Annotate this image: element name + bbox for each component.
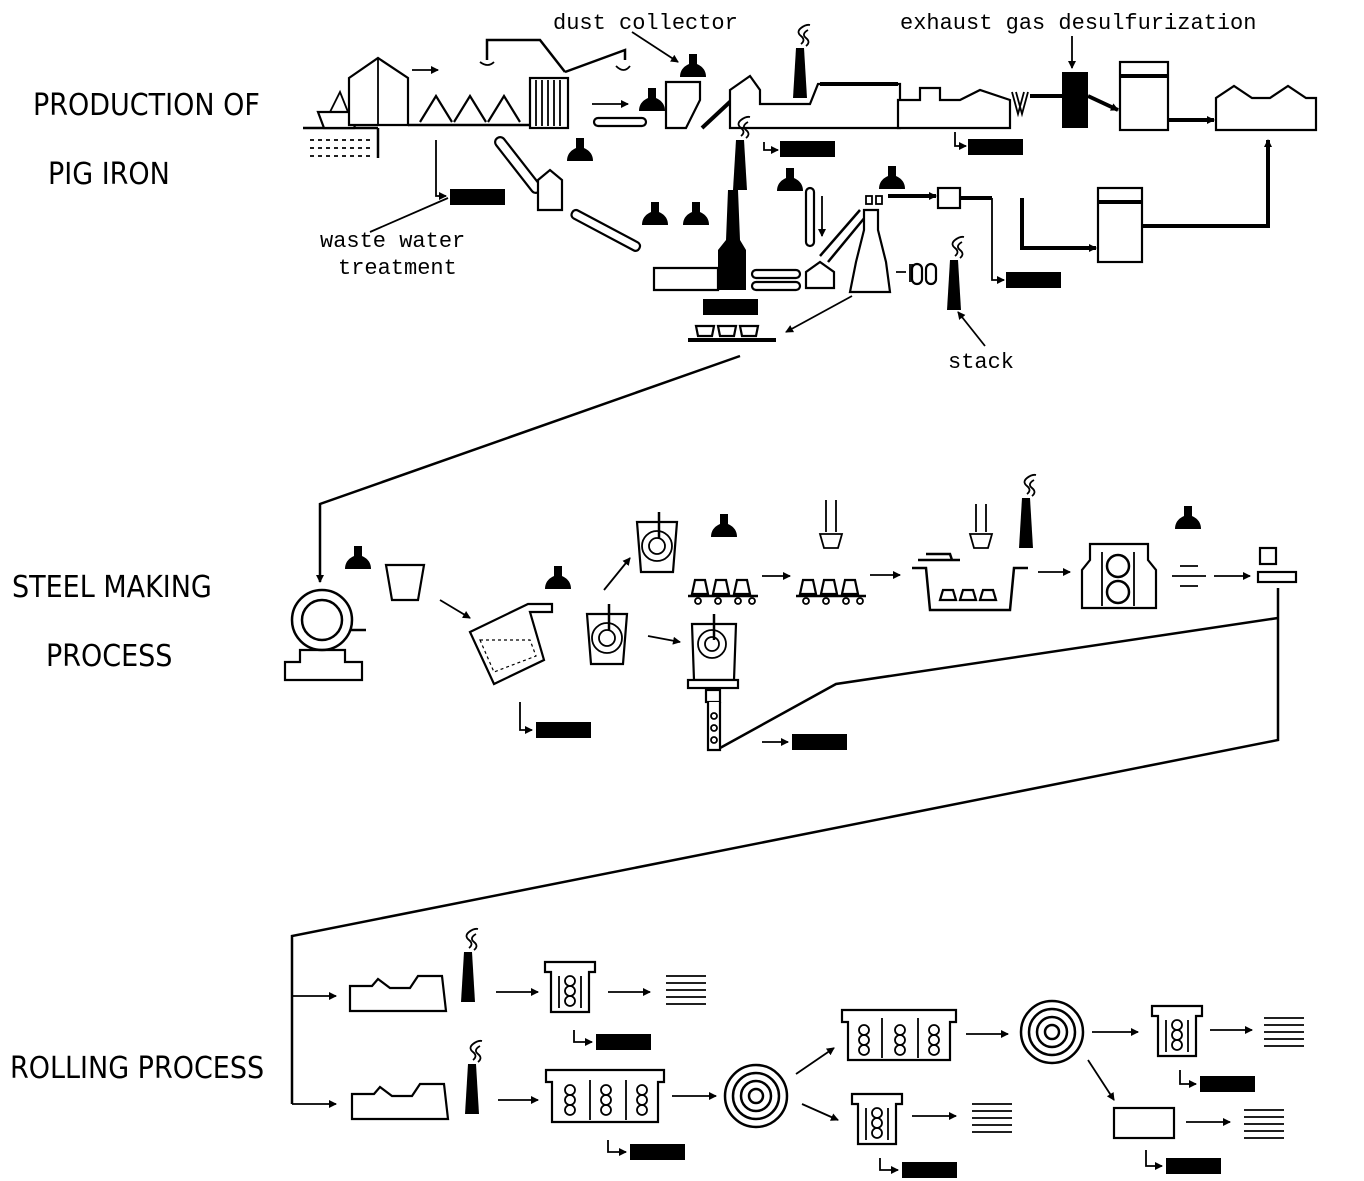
label-stack: stack (948, 350, 1014, 375)
blooming-mill (1080, 542, 1158, 610)
section-title-pig-iron-line1: PRODUCTION OF (33, 88, 260, 123)
desulfurization-tower (1062, 72, 1088, 128)
mixer (283, 588, 366, 682)
rolling-area (348, 927, 1305, 1178)
section-title-steel-making-line2: PROCESS (46, 639, 172, 674)
section-title-pig-iron-line2: PIG IRON (48, 157, 170, 192)
connector-steel-to-rolling-right (290, 588, 1280, 1104)
label-waste-water-line2: treatment (338, 256, 457, 281)
blast-furnace (652, 190, 802, 292)
label-waste-water-line1: waste water (320, 229, 465, 254)
coke-oven (896, 86, 1029, 130)
label-exhaust-gas-desulfurization: exhaust gas desulfurization (900, 11, 1256, 36)
gas-holder-2 (1096, 186, 1144, 264)
hot-stove (848, 195, 892, 294)
hot-metal-cars (688, 324, 776, 342)
power-plant (1214, 84, 1318, 132)
label-dust-collector: dust collector (553, 11, 738, 36)
steel-making-area (283, 473, 1298, 752)
connector-caster-to-rolling (719, 616, 1279, 750)
stockpiles (408, 93, 530, 127)
section-title-rolling: ROLLING PROCESS (10, 1051, 264, 1086)
hot-strip-mill (544, 1068, 666, 1124)
gas-holder-1 (1118, 60, 1170, 132)
pig-iron-production-area (303, 23, 1318, 342)
continuous-caster (686, 614, 740, 752)
bridge-crane (479, 38, 631, 74)
section-title-steel-making-line1: STEEL MAKING (12, 570, 212, 605)
cold-tandem-mill (840, 1008, 958, 1062)
connector-pig-to-steel (316, 354, 741, 583)
sinter-bins (528, 76, 570, 130)
ore-silos (347, 56, 410, 127)
converter-vessel (468, 602, 554, 686)
scrap-bucket (384, 563, 426, 602)
soaking-pit (912, 552, 1028, 612)
sinter-plant (664, 74, 902, 130)
